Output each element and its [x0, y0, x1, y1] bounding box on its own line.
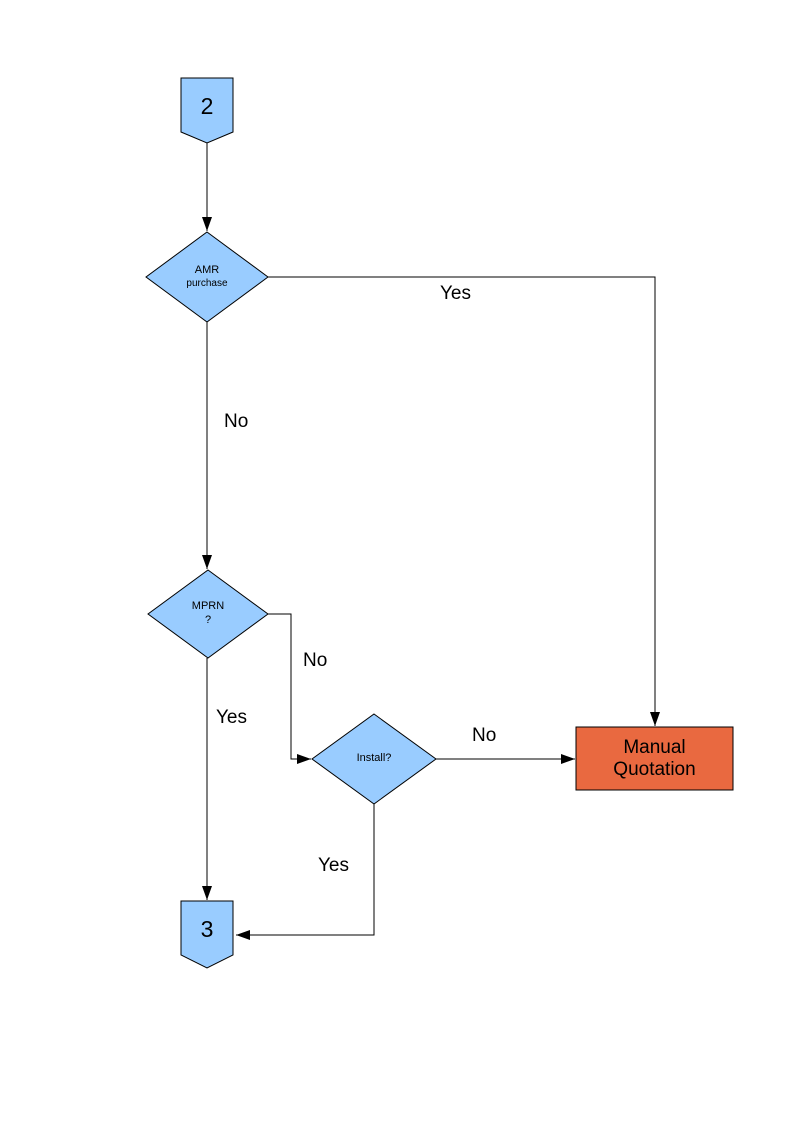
edge-label-mprn-yes: Yes — [216, 707, 247, 728]
manual-quotation-box-shape — [575, 726, 734, 791]
offpage-connector-2-shape — [180, 77, 234, 144]
install-decision-shape — [311, 713, 437, 805]
edge-label-amr-yes: Yes — [440, 283, 471, 304]
edge-install-yes-to-connector-3 — [236, 804, 375, 940]
edge-label-amr-no: No — [224, 411, 249, 432]
edge-label-mprn-no: No — [303, 650, 328, 671]
amr-purchase-decision-shape — [145, 231, 269, 323]
mprn-decision-shape — [147, 569, 269, 659]
offpage-connector-3-shape — [180, 900, 234, 969]
edge-label-install-yes: Yes — [318, 855, 349, 876]
edge-mprn-no-to-install — [268, 613, 311, 764]
edge-amr-yes-to-manual-quotation — [268, 276, 660, 726]
edge-label-install-no: No — [472, 725, 497, 746]
